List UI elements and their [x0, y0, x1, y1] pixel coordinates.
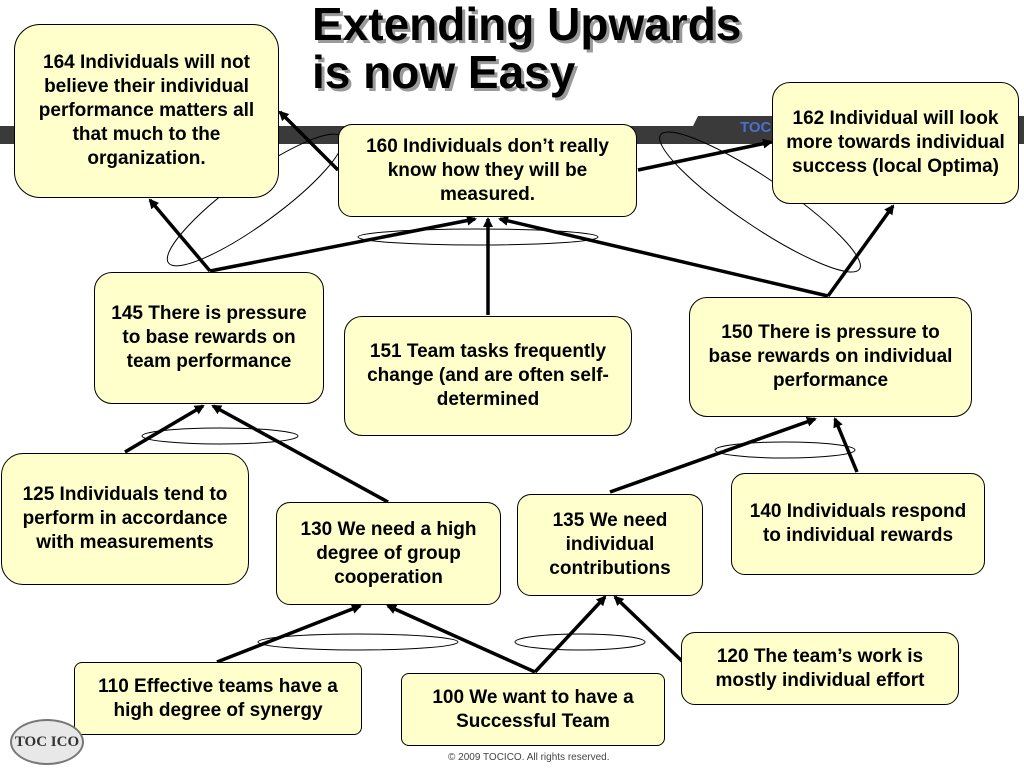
node-164: 164 Individuals will not believe their i… [14, 24, 279, 198]
arrow-160-164 [278, 110, 340, 172]
and-ellipse [514, 633, 646, 651]
arrow-100-135 [533, 595, 607, 674]
node-150: 150 There is pressure to base rewards on… [689, 297, 972, 417]
title-line-2: is now Easy [312, 46, 576, 98]
slide-title: Extending Upwards is now Easy [312, 0, 741, 96]
node-120: 120 The team’s work is mostly individual… [681, 632, 959, 705]
node-100: 100 We want to have a Successful Team [401, 673, 665, 746]
tocico-logo: TOC ICO [10, 719, 84, 765]
node-125: 125 Individuals tend to perform in accor… [1, 453, 249, 585]
node-110: 110 Effective teams have a high degree o… [74, 662, 362, 735]
node-145: 145 There is pressure to base rewards on… [94, 272, 324, 404]
arrow-140-150 [833, 417, 859, 473]
title-line-1: Extending Upwards [312, 0, 742, 50]
and-ellipse [357, 228, 599, 246]
arrow-125-145 [124, 404, 205, 454]
and-ellipse [714, 441, 856, 459]
arrow-160-162 [637, 138, 773, 172]
node-162: 162 Individual will look more towards in… [772, 82, 1019, 204]
and-ellipse [257, 633, 459, 651]
node-160: 160 Individuals don’t really know how th… [338, 124, 637, 217]
arrow-150-160 [498, 215, 829, 298]
logo-text: TOC ICO [14, 733, 80, 750]
arrow-145-160 [209, 215, 477, 273]
arrow-145-164 [148, 198, 212, 273]
node-151: 151 Team tasks frequently change (and ar… [344, 316, 632, 436]
node-130: 130 We need a high degree of group coope… [276, 502, 501, 605]
and-ellipse [141, 427, 299, 445]
arrow-130-145 [211, 404, 389, 504]
arrow-150-162 [826, 204, 895, 298]
node-135: 135 We need individual contributions [517, 494, 703, 596]
node-140: 140 Individuals respond to individual re… [731, 473, 985, 575]
copyright-text: © 2009 TOCICO. All rights reserved. [448, 752, 610, 763]
arrow-120-135 [613, 595, 685, 664]
arrow-100-130 [386, 604, 536, 674]
arrow-135-150 [609, 416, 817, 494]
arrow-110-130 [216, 604, 362, 664]
brand-text: TOCI [740, 119, 776, 136]
